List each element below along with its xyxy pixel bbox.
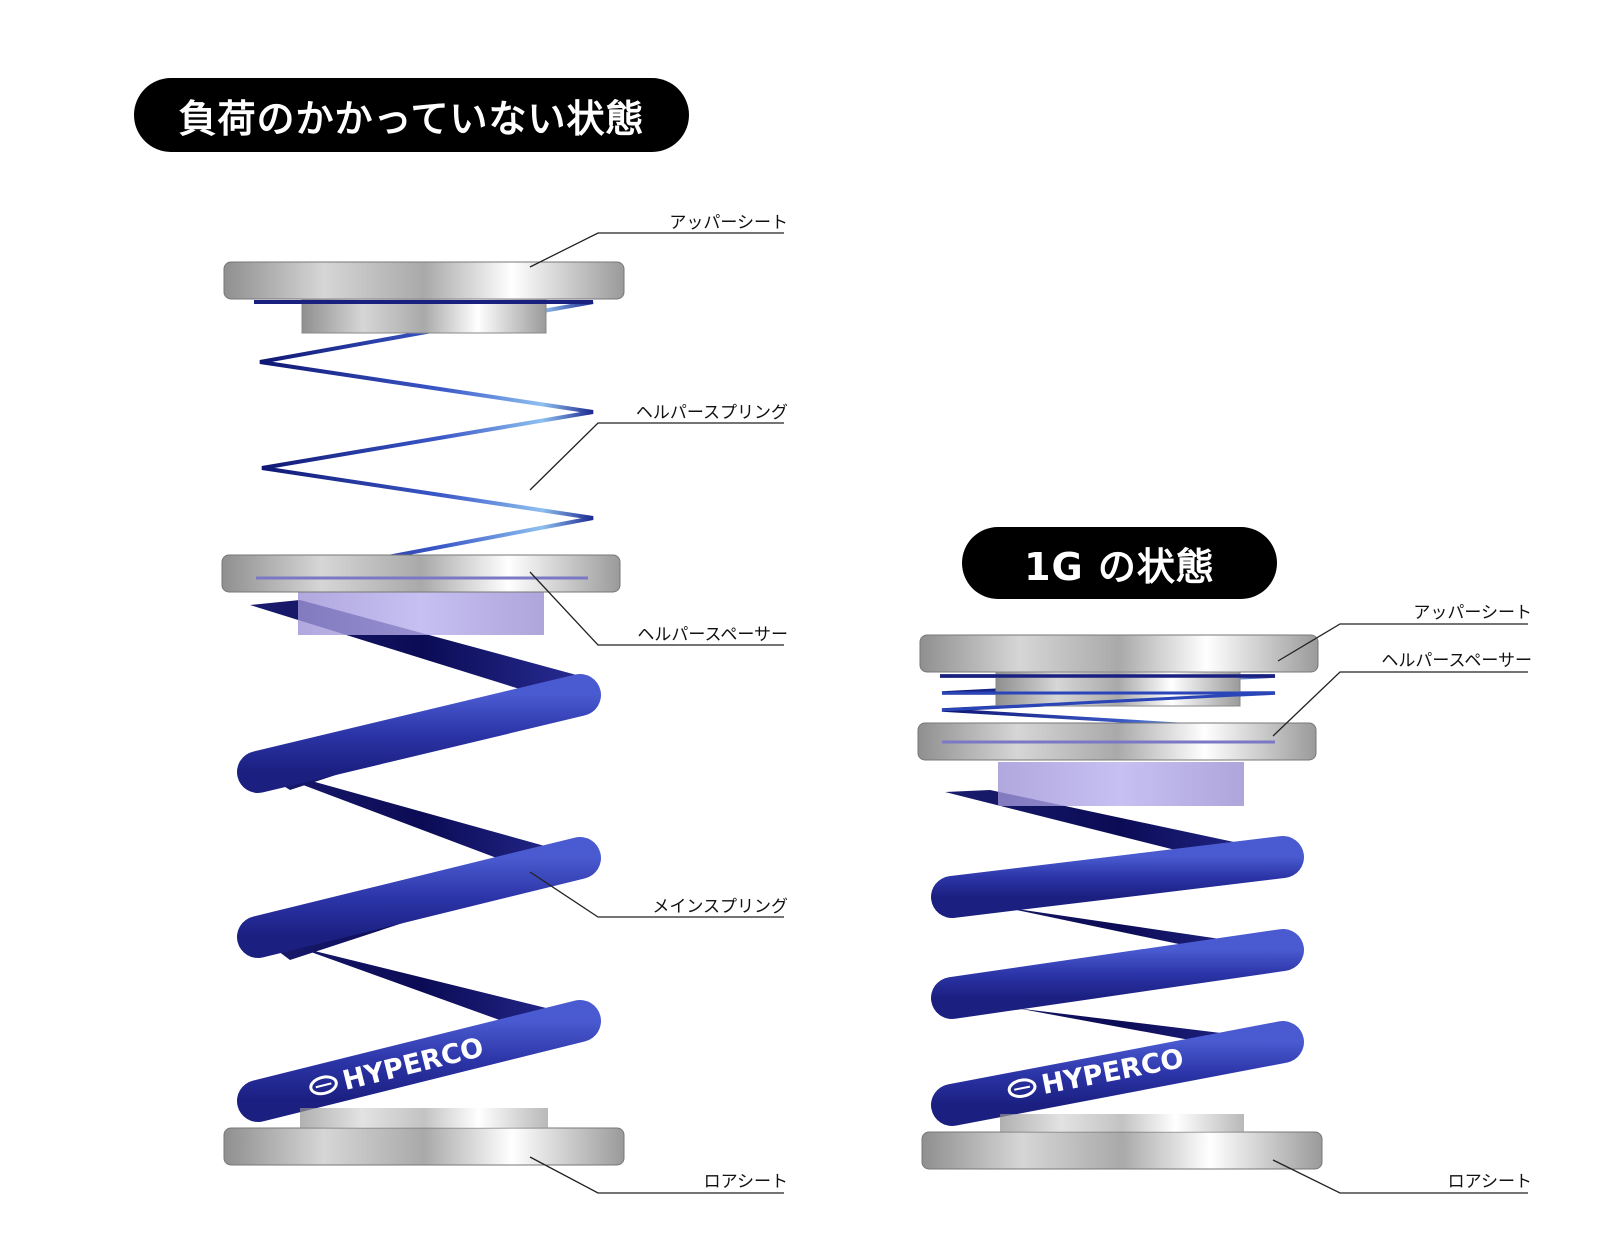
main-spring-front-left (237, 592, 601, 1122)
heading-unloaded-state: 負荷のかかっていない状態 (134, 78, 689, 152)
leader-lines-left (529, 232, 784, 1194)
upper-seat-left (223, 261, 625, 300)
lower-seat-right (921, 1131, 1323, 1170)
label-helper-spacer-right: ヘルパースペーサー (1381, 651, 1532, 671)
label-helper-spring-left: ヘルパースプリング (635, 403, 788, 423)
label-lower-seat-left: ロアシート (703, 1172, 788, 1192)
helper-spacer-right (998, 762, 1244, 806)
label-upper-seat-right: アッパーシート (1413, 603, 1532, 623)
helper-spring-left (254, 300, 594, 584)
helper-spacer-left (298, 590, 544, 635)
upper-seat-right (919, 634, 1319, 673)
label-lower-seat-right: ロアシート (1447, 1172, 1532, 1192)
right-assembly: HYPERCO (917, 623, 1528, 1194)
label-helper-spacer-left: ヘルパースペーサー (637, 625, 788, 645)
leader-lines-right (1272, 623, 1528, 1194)
heading-1g-state: 1G の状態 (962, 527, 1277, 599)
label-main-spring-left: メインスプリング (652, 897, 788, 917)
lower-seat-left (223, 1127, 625, 1166)
label-upper-seat-left: アッパーシート (669, 213, 788, 233)
left-assembly: HYPERCO (221, 232, 784, 1194)
spacer-plate-left (221, 554, 621, 593)
